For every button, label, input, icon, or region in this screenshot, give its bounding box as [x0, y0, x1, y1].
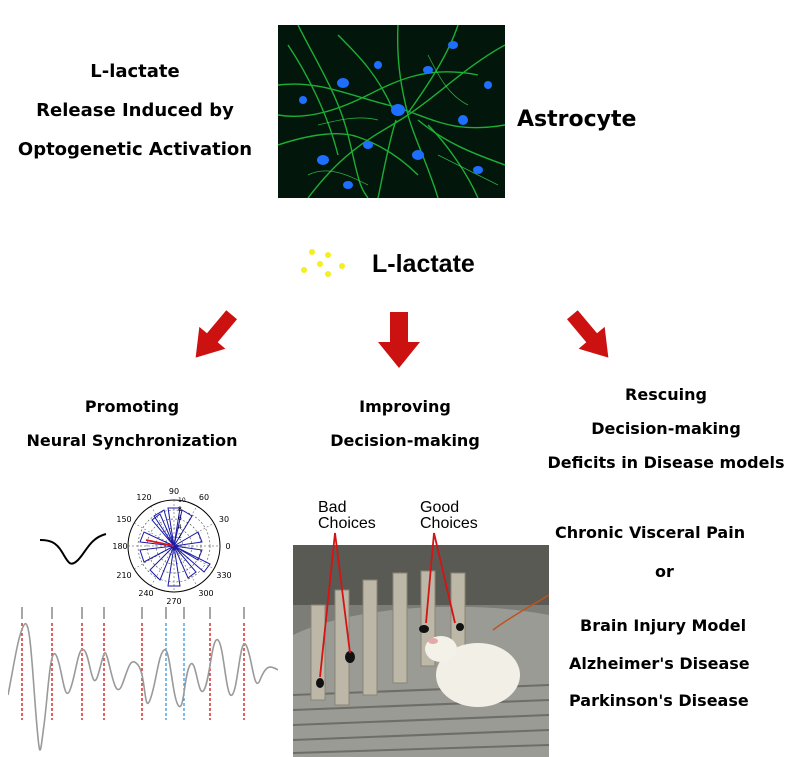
disease-chronic-pain: Chronic Visceral Pain: [555, 523, 746, 542]
astrocyte-label: Astrocyte: [517, 107, 637, 132]
release-title: L-lactate Release Induced by Optogenetic…: [0, 52, 270, 169]
release-title-line-1: L-lactate: [90, 61, 180, 82]
polar-tick-240: 240: [138, 589, 153, 598]
polar-radial-tick-10: 10: [178, 497, 186, 504]
release-title-line-2: Release Induced by: [36, 100, 234, 121]
disease-parkinsons: Parkinson's Disease: [569, 691, 749, 710]
branch-right-line-2: Decision-making: [591, 419, 741, 438]
branch-middle-line-2: Decision-making: [330, 431, 480, 450]
release-title-line-3: Optogenetic Activation: [17, 139, 253, 160]
choice-pointer-lines: [319, 532, 456, 678]
rat-maze-photo: [293, 545, 549, 757]
polar-tick-60: 60: [199, 493, 209, 502]
spike-waveform: [39, 533, 107, 565]
branch-right-line-1: Rescuing: [625, 385, 707, 404]
disease-alzheimers: Alzheimer's Disease: [569, 654, 750, 673]
bad-choices-line-1: Bad: [318, 499, 347, 516]
astrocyte-micrograph: [278, 25, 505, 198]
polar-radial-tick-6: 6: [178, 515, 182, 522]
polar-tick-210: 210: [116, 571, 131, 580]
branch-middle-line-1: Improving: [359, 397, 451, 416]
branch-right-line-3: Deficits in Disease models: [547, 453, 785, 472]
lfp-trace: [8, 607, 278, 751]
lactate-dots-icon: [301, 249, 345, 277]
branch-left-title: Promoting Neural Synchronization: [0, 390, 264, 458]
good-choices-label: Good Choices: [420, 500, 478, 532]
polar-tick-330: 330: [216, 571, 231, 580]
bad-choices-label: Bad Choices: [318, 500, 376, 532]
polar-tick-270: 270: [166, 597, 181, 606]
lactate-label: L-lactate: [372, 250, 475, 278]
rat-maze-drawing: [293, 545, 549, 757]
arrow-down-icon: [378, 312, 420, 368]
polar-tick-300: 300: [198, 589, 213, 598]
polar-radial-tick-4: 4: [178, 524, 182, 531]
disease-brain-injury: Brain Injury Model: [580, 616, 747, 635]
branch-left-line-2: Neural Synchronization: [26, 431, 238, 450]
polar-phase-plot: 90 60 30 0 330 300 270 240 210 180 150 1…: [112, 487, 231, 606]
polar-tick-180: 180: [112, 542, 127, 551]
polar-tick-150: 150: [116, 515, 131, 524]
arrow-down-left-icon: [195, 310, 238, 358]
polar-tick-120: 120: [136, 493, 151, 502]
good-choices-line-2: Choices: [420, 515, 478, 532]
arrow-down-right-icon: [566, 310, 609, 358]
branch-middle-title: Improving Decision-making: [310, 390, 500, 458]
polar-radial-tick-2: 2: [178, 533, 182, 540]
branch-right-title: Rescuing Decision-making Deficits in Dis…: [532, 378, 800, 480]
bad-choices-line-2: Choices: [318, 515, 376, 532]
polar-tick-90: 90: [169, 487, 179, 496]
branch-left-line-1: Promoting: [84, 397, 180, 416]
good-choices-line-1: Good: [420, 499, 460, 516]
disease-or: or: [655, 562, 674, 581]
polar-tick-0: 0: [225, 542, 230, 551]
astrocyte-micrograph-drawing: [278, 25, 505, 198]
polar-tick-30: 30: [219, 515, 229, 524]
polar-radial-tick-8: 8: [178, 506, 182, 513]
